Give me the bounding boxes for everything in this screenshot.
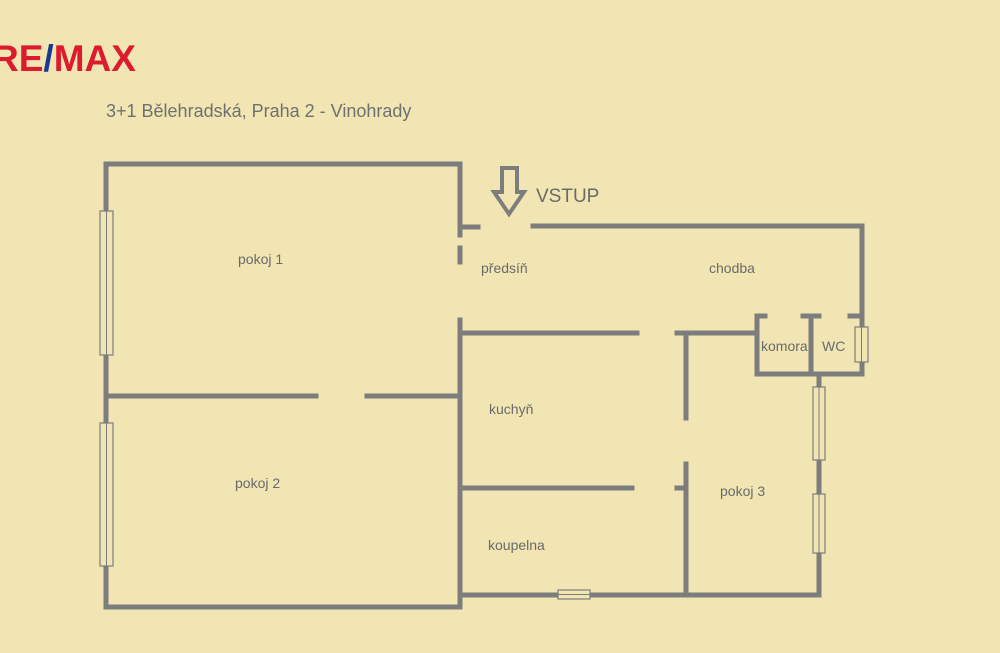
room-label-pokoj-1: pokoj 1 [238,251,283,267]
wall-chodba [530,223,865,377]
logo-slash: / [43,38,54,79]
windows [99,210,869,600]
room-label-komora: komora [761,338,808,354]
remax-logo: RE/MAX [0,40,136,77]
room-label-chodba: chodba [709,260,755,276]
entrance-arrow-icon [490,166,528,218]
wall-left-block-top [103,161,463,610]
entrance-label: VSTUP [536,186,599,207]
room-label-kuchyn: kuchyň [489,401,533,417]
room-label-koupelna: koupelna [488,537,545,553]
page-title: 3+1 Bělehradská, Praha 2 - Vinohrady [106,101,412,121]
walls [103,161,865,610]
room-label-pokoj-3: pokoj 3 [720,483,765,499]
room-label-pokoj-2: pokoj 2 [235,475,280,491]
room-label-predsin: předsíň [481,260,528,276]
logo-text-re: RE [0,38,44,79]
room-label-wc: WC [822,338,845,354]
logo-text-max: MAX [53,38,136,79]
